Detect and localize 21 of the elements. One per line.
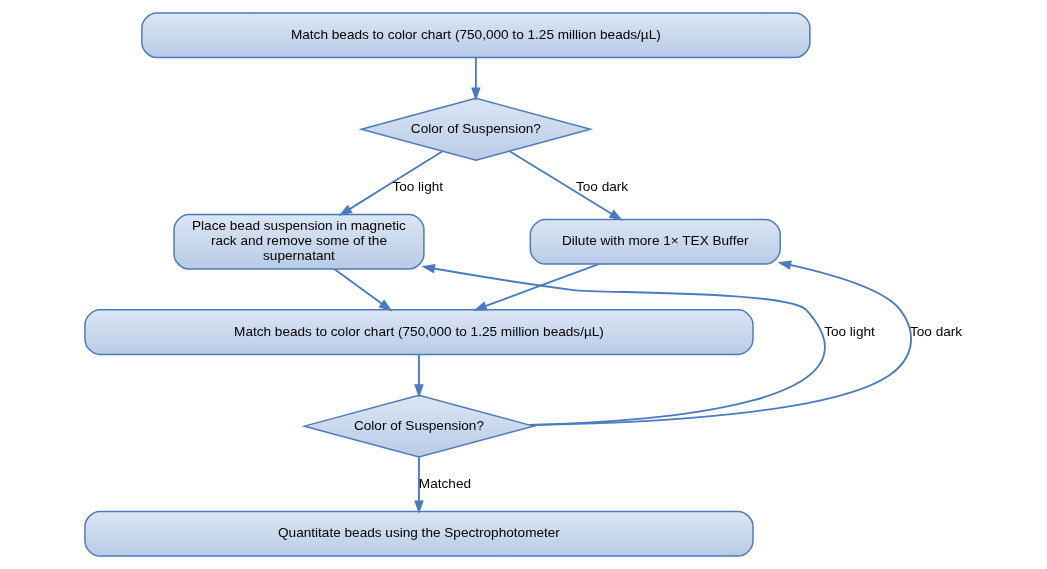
node-box: Dilute with more 1× TEX Buffer (529, 218, 781, 265)
arrow (528, 260, 912, 426)
node-box: Match beads to color chart (750,000 to 1.25 million beads/µL) (141, 12, 811, 59)
arrow (338, 150, 444, 216)
edge-label: Too light (392, 178, 444, 194)
edge-label: Matched (418, 475, 472, 491)
edge-label: Too dark (910, 323, 963, 339)
edge-label: Too light (824, 323, 875, 339)
arrow (333, 268, 393, 312)
arrow (414, 456, 424, 515)
edge-label: Too dark (575, 178, 629, 194)
arrow (414, 353, 424, 398)
arrow (471, 56, 481, 102)
node-box: Match beads to color chart (750,000 to 1.25 million beads/µL) (84, 309, 754, 356)
node-diamond: Color of Suspension? (358, 97, 594, 161)
arrow (508, 150, 623, 221)
node-diamond: Color of Suspension? (301, 394, 537, 458)
node-box: Place bead suspension in magnetic rack and remove some of the supernatant (173, 213, 425, 270)
node-box: Quantitate beads using the Spectrophotometer (84, 510, 754, 557)
arrow (473, 263, 600, 311)
arrow (421, 263, 826, 426)
